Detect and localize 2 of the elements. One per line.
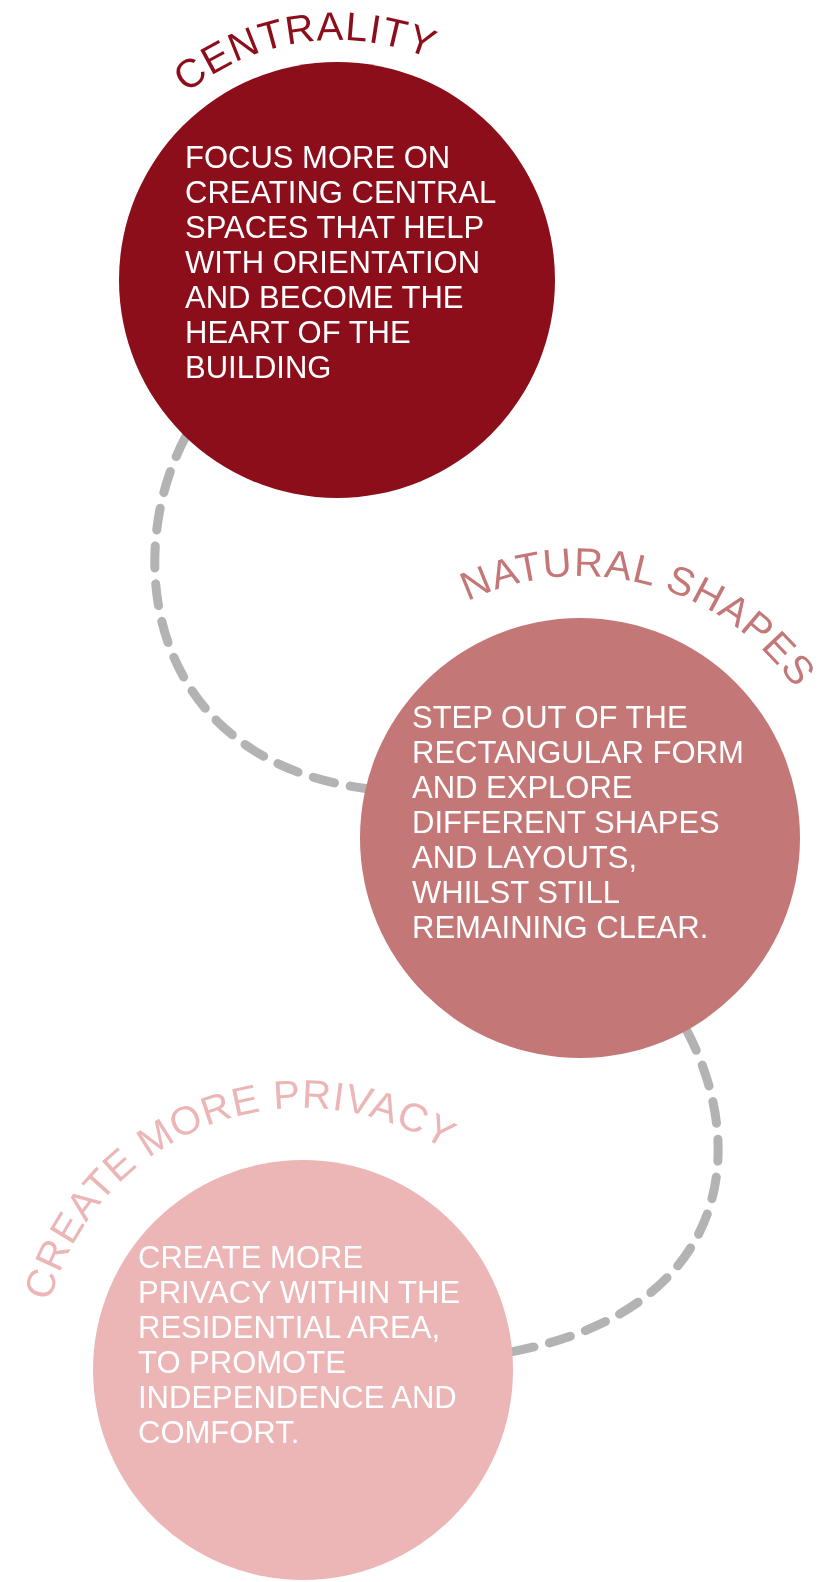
circle-description: STEP OUT OF THE RECTANGULAR FORM AND EXPLORE DIFFERENT SHAPES AND LAYOUTS, WHILST STILL REMAINING CLEAR. <box>412 700 745 945</box>
circle-description: FOCUS MORE ON CREATING CENTRAL SPACES THAT HELP WITH ORIENTATION AND BECOME THE HEART OF THE BUILDING <box>185 140 497 385</box>
